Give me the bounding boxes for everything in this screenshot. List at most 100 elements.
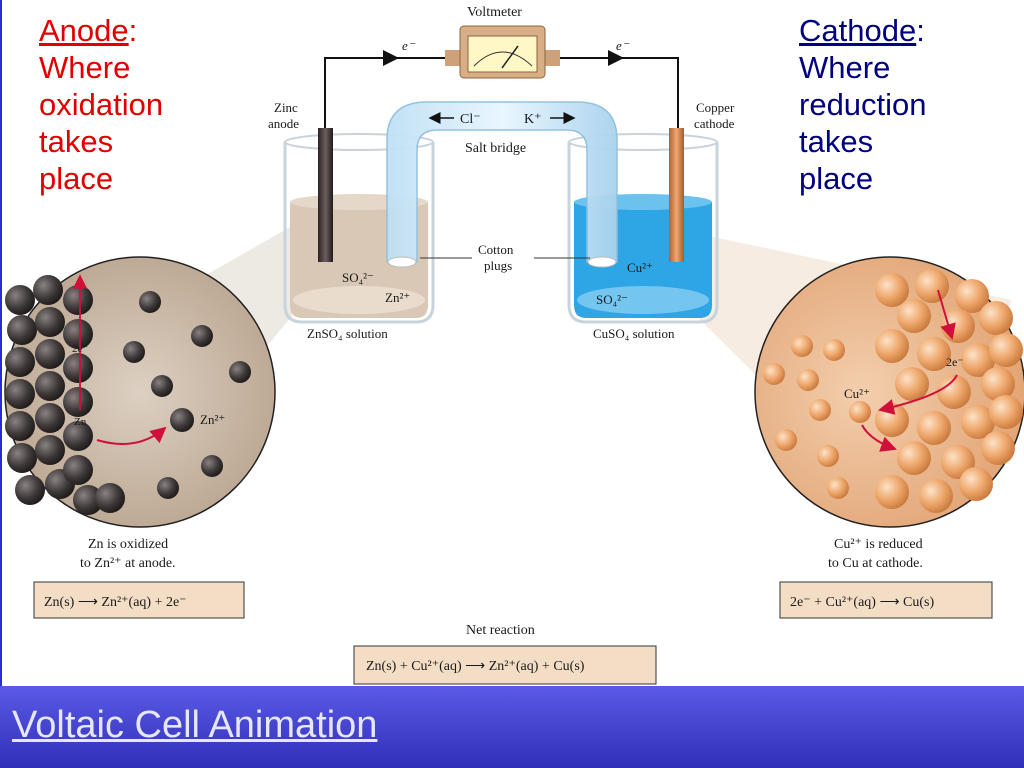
- potassium-label: K⁺: [524, 112, 542, 127]
- cathode-colon: :: [916, 13, 925, 48]
- so4-right-label: SO₄²⁻: [596, 292, 628, 307]
- copper-ion: [849, 401, 871, 423]
- cu-reduced-line-1: Cu²⁺ is reduced: [834, 537, 923, 552]
- zinc-atom: [63, 387, 93, 417]
- zinc-atom: [7, 315, 37, 345]
- zn-ion-arrow: [96, 426, 167, 445]
- cathode-equation-box: [779, 581, 993, 619]
- copper-ion: [809, 399, 831, 421]
- copper-atom: [955, 279, 989, 313]
- zinc-atom: [63, 455, 93, 485]
- copper-atom: [959, 467, 993, 501]
- copper-atom: [919, 479, 953, 513]
- zinc-ion: [151, 375, 173, 397]
- cu-reduced-line-2: to Cu at cathode.: [828, 556, 923, 571]
- copper-atom: [989, 395, 1023, 429]
- cathode-word: Cathode: [799, 13, 917, 48]
- zinc-ion: [229, 361, 251, 383]
- zinc-atom: [33, 275, 63, 305]
- copper-atom: [875, 329, 909, 363]
- so4-left-label: SO₄²⁻: [342, 270, 374, 285]
- copper-atom: [941, 309, 975, 343]
- electron-to-cu-arrow: [878, 374, 958, 415]
- znso4-solution-label: ZnSO₄ solution: [307, 326, 388, 341]
- zinc-label-1: Zinc: [274, 100, 298, 115]
- anode-line-2: oxidation: [39, 87, 164, 122]
- anode-equation: Zn(s) ⟶ Zn²⁺(aq) + 2e⁻: [44, 595, 187, 610]
- net-equation-box: [353, 645, 657, 685]
- cathode-line-1: Where: [799, 50, 891, 85]
- copper-atom: [895, 367, 929, 401]
- right-electron-path: [937, 289, 956, 340]
- zinc-ion: [123, 341, 145, 363]
- copper-ion: [763, 363, 785, 385]
- zinc-ion: [157, 477, 179, 499]
- zinc-ion: [201, 455, 223, 477]
- anode-line-1: Where: [39, 50, 131, 85]
- zinc-atom: [63, 421, 93, 451]
- voltmeter: Voltmeter: [445, 5, 560, 79]
- right-cotton-plug: [587, 256, 617, 268]
- left-wire: [324, 57, 460, 130]
- voltmeter-label: Voltmeter: [467, 5, 522, 20]
- cathode-heading: Cathode: Where reduction takes place: [799, 12, 927, 197]
- copper-ion: [797, 369, 819, 391]
- left-zn2-label: Zn²⁺: [200, 412, 225, 427]
- copper-atom: [961, 343, 995, 377]
- copper-ion: [775, 429, 797, 451]
- copper-atom: [917, 411, 951, 445]
- left-electron-label: e⁻: [402, 38, 416, 53]
- cathode-line-4: place: [799, 161, 874, 196]
- zinc-atom: [35, 435, 65, 465]
- copper-ion: [791, 335, 813, 357]
- zinc-atom: [5, 347, 35, 377]
- salt-bridge-label: Salt bridge: [465, 141, 526, 156]
- copper-label-1: Copper: [696, 100, 735, 115]
- zinc-atom: [95, 483, 125, 513]
- net-equation: Zn(s) + Cu²⁺(aq) ⟶ Zn²⁺(aq) + Cu(s): [366, 659, 585, 674]
- zinc-atom: [73, 485, 103, 515]
- anode-word: Anode: [39, 13, 129, 48]
- cotton-label-2: plugs: [484, 258, 512, 273]
- copper-atom: [937, 375, 971, 409]
- voltaic-cell-animation-link[interactable]: Voltaic Cell Animation: [12, 704, 378, 746]
- right-cu2-label: Cu²⁺: [844, 386, 870, 401]
- zinc-ion: [139, 291, 161, 313]
- zinc-atom: [63, 353, 93, 383]
- copper-atom: [897, 299, 931, 333]
- zinc-atom: [63, 285, 93, 315]
- copper-atom: [989, 333, 1023, 367]
- anode-colon: :: [128, 13, 138, 48]
- zinc-label-2: anode: [268, 116, 299, 131]
- zinc-atom: [63, 319, 93, 349]
- zinc-atom: [15, 475, 45, 505]
- slide: Anode: Where oxidation takes place Catho…: [0, 0, 1024, 686]
- left-cotton-plug: [387, 256, 417, 268]
- copper-ion: [823, 339, 845, 361]
- cuso4-solution-label: CuSO₄ solution: [593, 326, 675, 341]
- zinc-atom: [35, 307, 65, 337]
- left-zn-label: Zn: [74, 416, 87, 428]
- copper-atom: [981, 431, 1015, 465]
- copper-electrode: [669, 128, 684, 262]
- net-reaction-label: Net reaction: [466, 623, 535, 638]
- copper-atom: [979, 301, 1013, 335]
- copper-ion: [827, 477, 849, 499]
- copper-atom: [981, 367, 1015, 401]
- footer-bar: Voltaic Cell Animation: [0, 686, 1024, 768]
- zinc-atom: [5, 379, 35, 409]
- copper-atoms: [763, 269, 1023, 513]
- zn2-ion: [170, 408, 194, 432]
- copper-atom: [875, 475, 909, 509]
- zinc-atom: [35, 403, 65, 433]
- zn-oxidized-line-2: to Zn²⁺ at anode.: [80, 556, 176, 571]
- copper-label-2: cathode: [694, 116, 735, 131]
- right-zoom-circle: 2e⁻ Cu²⁺: [754, 256, 1024, 528]
- zinc-electrode: [318, 128, 333, 262]
- cu2-right-label: Cu²⁺: [627, 260, 653, 275]
- left-zoom-circle: 2e⁻ Zn Zn²⁺: [4, 256, 276, 528]
- cathode-equation: 2e⁻ + Cu²⁺(aq) ⟶ Cu(s): [790, 595, 934, 610]
- zinc-atoms: [5, 275, 251, 515]
- right-electron-label: e⁻: [616, 38, 630, 53]
- cotton-label-1: Cotton: [478, 242, 514, 257]
